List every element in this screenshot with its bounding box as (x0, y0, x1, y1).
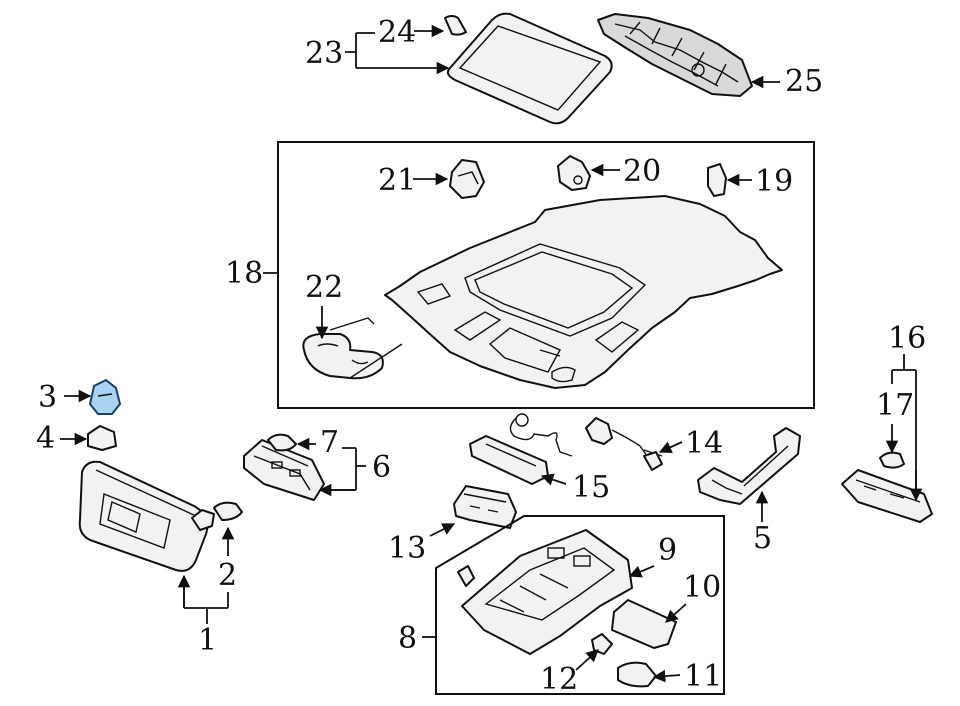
seal-clip-part (444, 15, 467, 36)
lens-17-part (879, 451, 905, 469)
callout-6: 6 (318, 447, 391, 497)
callout-17-label: 17 (876, 388, 914, 423)
callout-5-label: 5 (753, 521, 772, 556)
cap-4-part (87, 425, 117, 451)
bulb-12-part (591, 633, 613, 655)
lens-11-part (617, 661, 657, 688)
callout-22-label: 22 (305, 270, 343, 305)
callout-3: 3 (38, 380, 92, 415)
callout-13-label: 13 (388, 531, 426, 566)
callout-20-label: 20 (623, 154, 661, 189)
callout-12-label: 12 (540, 662, 578, 697)
insulator-pad-part (597, 13, 753, 97)
callout-19-label: 19 (755, 164, 793, 199)
callout-20: 20 (590, 154, 661, 189)
sunroof-seal-part (446, 12, 613, 125)
callout-8: 8 (398, 621, 436, 656)
callout-22: 22 (305, 270, 343, 340)
callout-23-label: 23 (305, 36, 343, 71)
sun-visor-part (78, 460, 209, 572)
callout-17: 17 (876, 388, 914, 454)
callout-5: 5 (753, 490, 772, 556)
callout-19: 19 (726, 164, 793, 199)
console-group-box (435, 515, 725, 695)
callout-4: 4 (36, 421, 88, 456)
callout-11-label: 11 (684, 659, 722, 694)
harness-15-part (469, 413, 573, 485)
callout-14-label: 14 (685, 426, 723, 461)
callout-15-label: 15 (572, 470, 610, 505)
overhead-console-9-part (461, 529, 633, 655)
callout-14: 14 (658, 426, 723, 461)
callout-24: 24 (378, 15, 445, 50)
lens-10-part (611, 599, 677, 649)
callout-18: 18 (225, 256, 278, 291)
callout-9: 9 (628, 533, 677, 578)
console-clip-part (457, 565, 475, 587)
bracket-20-part (557, 155, 591, 191)
headliner-part (384, 195, 783, 389)
callout-25: 25 (750, 64, 823, 99)
callout-8-label: 8 (398, 621, 417, 656)
callout-1-label: 1 (198, 623, 217, 658)
callout-9-label: 9 (658, 533, 677, 568)
callout-2-label: 2 (218, 558, 237, 593)
callout-16: 16 (888, 321, 926, 502)
callout-7: 7 (296, 425, 339, 460)
harness-14-part (585, 417, 663, 471)
callout-4-label: 4 (36, 421, 55, 456)
callout-15: 15 (540, 470, 610, 505)
callout-16-label: 16 (888, 321, 926, 356)
callout-12: 12 (540, 649, 599, 697)
lens-7-part (267, 433, 297, 452)
callout-7-label: 7 (320, 425, 339, 460)
callout-21: 21 (378, 163, 449, 198)
visor-cap-part (213, 501, 243, 521)
rear-lamp-16-part (841, 469, 933, 523)
callout-6-label: 6 (372, 450, 391, 485)
callout-3-label: 3 (38, 380, 57, 415)
callout-13: 13 (388, 523, 456, 566)
visor-clip-part (191, 509, 215, 531)
callout-23: 23 (305, 32, 448, 71)
harness-22-part (302, 317, 403, 380)
switch-13-part (453, 485, 517, 529)
callout-2: 2 (218, 526, 237, 593)
clip-3-part[interactable] (88, 378, 122, 415)
callout-24-label: 24 (378, 15, 416, 50)
callout-21-label: 21 (378, 163, 416, 198)
callout-25-label: 25 (785, 64, 823, 99)
bracket-19-part (707, 163, 727, 197)
callout-1: 1 (177, 574, 229, 658)
headliner-group-box (277, 141, 815, 409)
callout-10: 10 (665, 570, 721, 623)
callout-10-label: 10 (683, 570, 721, 605)
callout-11: 11 (652, 659, 722, 694)
grab-handle-part (697, 427, 801, 505)
callout-18-label: 18 (225, 256, 263, 291)
bracket-21-part (449, 159, 485, 199)
